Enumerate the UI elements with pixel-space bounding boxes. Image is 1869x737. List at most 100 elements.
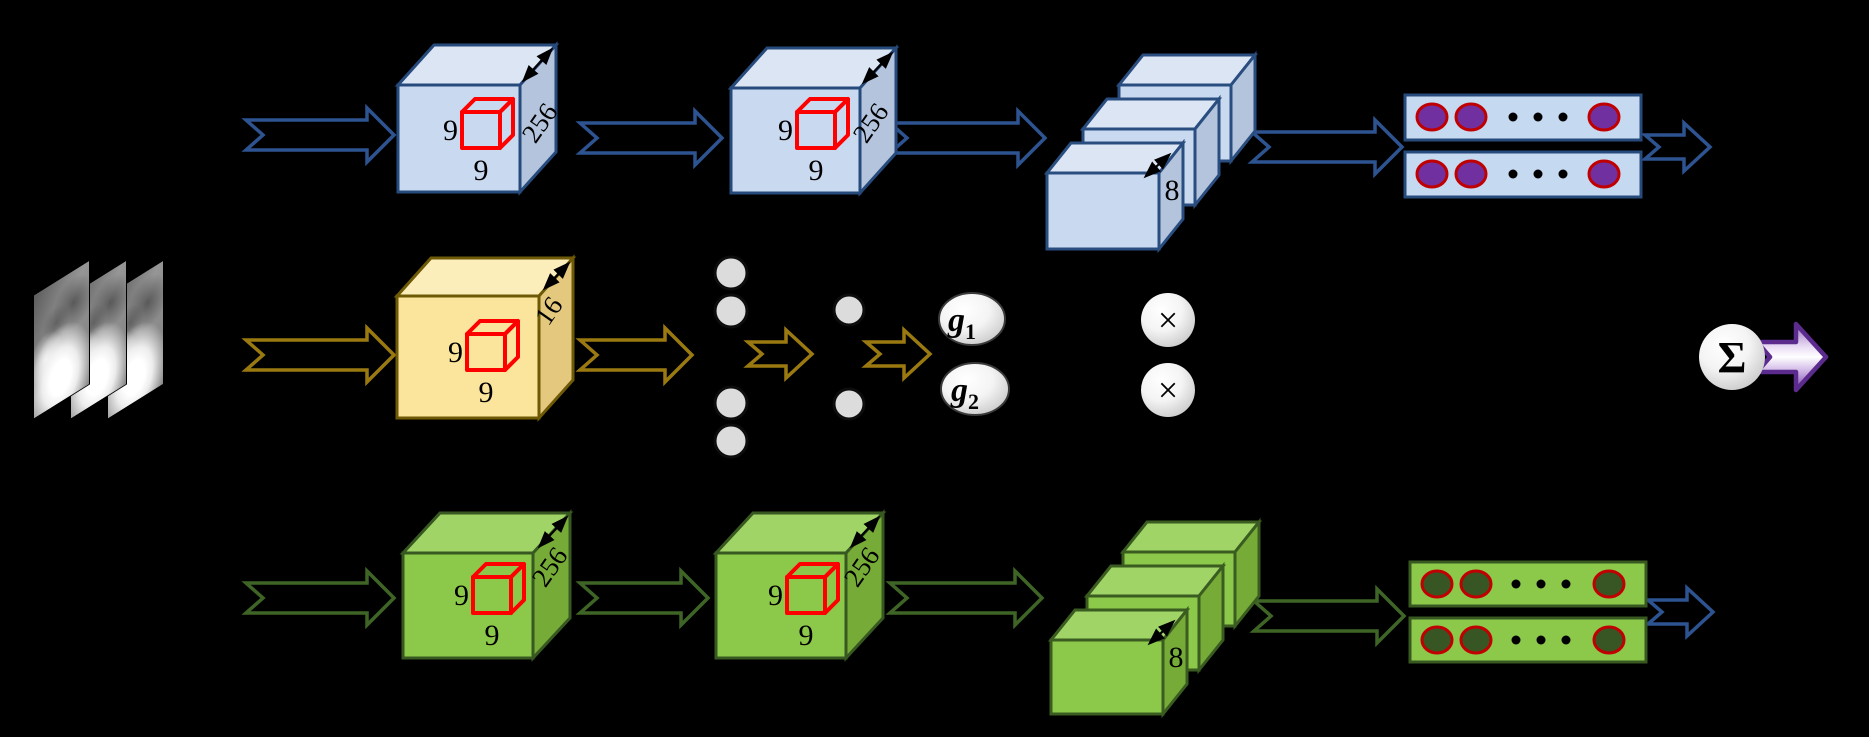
ellipsis-dot bbox=[1508, 112, 1518, 122]
kernel-width-label: 9 bbox=[485, 619, 500, 652]
mlp-neuron bbox=[713, 385, 749, 421]
slab-front bbox=[1043, 138, 1187, 254]
kernel-height-label: 9 bbox=[778, 114, 793, 147]
gate-subscript: 2 bbox=[968, 389, 979, 414]
arrow-mid-2-icon bbox=[575, 323, 695, 387]
feature-stack-bottom bbox=[1047, 517, 1263, 719]
capsule bbox=[1592, 569, 1626, 599]
depth-arrow-icon bbox=[542, 261, 571, 291]
capsule-row-bottom-1 bbox=[1408, 560, 1648, 608]
kernel-width-label: 9 bbox=[474, 154, 489, 187]
kernel-cube-icon bbox=[785, 562, 840, 615]
depth-arrow-icon bbox=[861, 51, 894, 85]
caps-dim-arrow-icon bbox=[1143, 152, 1172, 179]
capsule bbox=[1592, 625, 1626, 655]
feature-stack-top bbox=[1043, 50, 1259, 254]
arrow-bottom-1-icon bbox=[241, 566, 397, 630]
kernel-height-label: 9 bbox=[454, 579, 469, 612]
ellipsis-dot bbox=[1558, 169, 1568, 179]
kernel-width-label: 9 bbox=[799, 619, 814, 652]
conv-box-bottom-2: 9 9 256 bbox=[712, 509, 887, 662]
conv-box-top-2: 9 9 256 bbox=[727, 44, 900, 197]
svg-text:g2: g2 bbox=[950, 372, 979, 414]
ellipsis-dot bbox=[1561, 579, 1571, 589]
ellipsis-dot bbox=[1536, 635, 1546, 645]
caps-dim-label: 8 bbox=[1169, 641, 1184, 674]
capsule bbox=[1415, 102, 1449, 132]
arrow-top-1-icon bbox=[241, 103, 397, 167]
arrow-bottom-out-icon bbox=[1643, 584, 1716, 640]
capsule-row-top-2 bbox=[1403, 150, 1643, 199]
mlp-neuron bbox=[832, 293, 866, 327]
capsule bbox=[1415, 159, 1449, 189]
kernel-cube-icon bbox=[471, 562, 526, 615]
mlp-neuron bbox=[713, 423, 749, 459]
arrow-top-3-icon bbox=[885, 106, 1048, 170]
multiply-icon: × bbox=[1158, 300, 1178, 340]
multiply-icon: × bbox=[1158, 370, 1178, 410]
gate-symbol: g bbox=[950, 372, 968, 409]
ellipsis-dot bbox=[1561, 635, 1571, 645]
capsule bbox=[1459, 625, 1493, 655]
conv-box-middle: 9 9 16 bbox=[393, 254, 577, 422]
arrow-bottom-2-icon bbox=[575, 566, 711, 630]
gate-subscript: 1 bbox=[965, 319, 976, 344]
conv-box-top-1: 9 9 256 bbox=[394, 41, 564, 196]
ellipsis-dot bbox=[1558, 112, 1568, 122]
conv-box-bottom-1: 9 9 256 bbox=[399, 509, 574, 662]
capsule bbox=[1420, 569, 1454, 599]
depth-arrow-icon bbox=[537, 515, 569, 549]
kernel-width-label: 9 bbox=[809, 154, 824, 187]
caps-dim-label: 8 bbox=[1165, 174, 1180, 207]
middle-branch: 9 9 16 g1 bbox=[241, 254, 1829, 459]
ellipsis-dot bbox=[1508, 169, 1518, 179]
capsule bbox=[1454, 102, 1488, 132]
kernel-cube-icon bbox=[465, 319, 520, 372]
arrow-mid-1-icon bbox=[241, 323, 397, 387]
gate-symbol: g bbox=[947, 302, 965, 339]
capsule bbox=[1454, 159, 1488, 189]
ellipsis-dot bbox=[1511, 579, 1521, 589]
kernel-height-label: 9 bbox=[448, 336, 463, 369]
arrow-top-2-icon bbox=[575, 106, 725, 170]
gate-g1: g1 bbox=[938, 292, 1006, 346]
mlp-neuron bbox=[713, 293, 749, 329]
kernel-cube-icon bbox=[460, 97, 515, 150]
depth-arrow-icon bbox=[849, 515, 881, 549]
sum-node: Σ bbox=[1699, 324, 1765, 390]
capsule bbox=[1420, 625, 1454, 655]
depth-arrow-icon bbox=[521, 47, 554, 83]
output-arrow-icon bbox=[1754, 321, 1829, 393]
ellipsis-dot bbox=[1536, 579, 1546, 589]
capsule bbox=[1459, 569, 1493, 599]
kernel-height-label: 9 bbox=[443, 114, 458, 147]
arrow-mid-4-icon bbox=[861, 326, 933, 382]
arrow-bottom-4-icon bbox=[1249, 584, 1407, 648]
arrow-top-out-icon bbox=[1640, 119, 1713, 175]
ellipsis-dot bbox=[1511, 635, 1521, 645]
mlp-neuron bbox=[713, 255, 749, 291]
mlp-layer-1 bbox=[713, 255, 749, 459]
capsule-row-bottom-2 bbox=[1408, 616, 1648, 664]
slab-front bbox=[1047, 605, 1191, 719]
ellipsis-dot bbox=[1533, 169, 1543, 179]
arrow-bottom-3-icon bbox=[885, 566, 1045, 630]
bottom-branch: 9 9 256 9 9 256 bbox=[241, 509, 1716, 719]
arrow-mid-3-icon bbox=[743, 326, 815, 382]
arrow-top-4-icon bbox=[1247, 115, 1405, 179]
sum-icon: Σ bbox=[1718, 333, 1747, 382]
mlp-neuron bbox=[832, 387, 866, 421]
capsule bbox=[1587, 159, 1621, 189]
top-branch: 9 9 256 9 9 256 bbox=[241, 41, 1713, 254]
mlp-layer-2 bbox=[832, 293, 866, 421]
kernel-cube-icon bbox=[795, 97, 850, 150]
multiply-node-2: × bbox=[1141, 363, 1195, 417]
kernel-height-label: 9 bbox=[768, 579, 783, 612]
kernel-width-label: 9 bbox=[479, 376, 494, 409]
svg-text:g1: g1 bbox=[947, 302, 976, 344]
capsule-row-top-1 bbox=[1403, 93, 1643, 142]
multiply-node-1: × bbox=[1141, 293, 1195, 347]
ellipsis-dot bbox=[1533, 112, 1543, 122]
